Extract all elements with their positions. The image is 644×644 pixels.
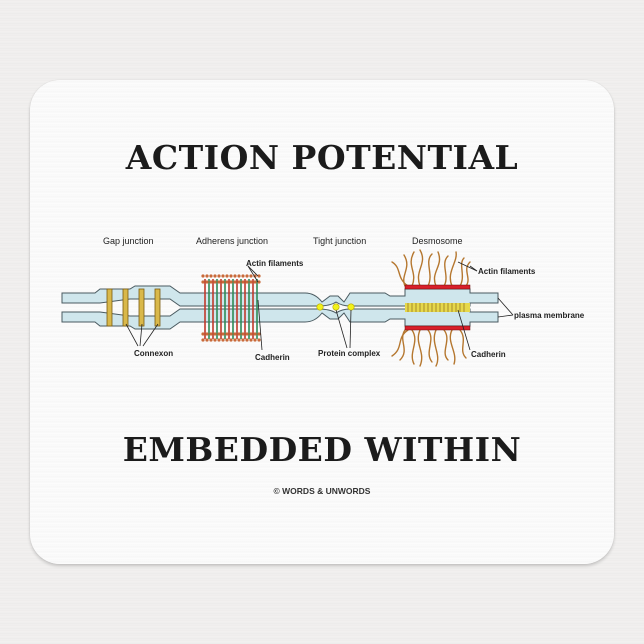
label-adherens-junction: Adherens junction	[196, 236, 268, 246]
callout-plasma-membrane: plasma membrane	[514, 311, 585, 320]
label-desmosome: Desmosome	[412, 236, 463, 246]
label-gap-junction: Gap junction	[103, 236, 154, 246]
headline-top: ACTION POTENTIAL	[125, 138, 519, 177]
callout-protein-complex: Protein complex	[318, 349, 381, 358]
callout-cadherin-adherens: Cadherin	[255, 353, 290, 362]
callout-leader-lines	[125, 261, 514, 351]
lower-membrane	[61, 308, 499, 330]
headline-bottom: EMBEDDED WITHIN	[122, 430, 522, 469]
callout-connexon: Connexon	[134, 349, 173, 358]
desmosome-cadherin-band	[405, 303, 470, 312]
copyright-notice: © WORDS & UNWORDS	[273, 486, 371, 496]
callout-actin-filaments-adherens: Actin filaments	[246, 259, 304, 268]
callout-cadherin-desmosome: Cadherin	[471, 350, 506, 359]
desmosome-actin-filaments	[391, 249, 471, 367]
desmosome-plaque-top	[404, 284, 471, 290]
callout-actin-filaments-desmosome: Actin filaments	[478, 267, 536, 276]
desmosome-plaque-bottom	[404, 325, 471, 331]
label-tight-junction: Tight junction	[313, 236, 366, 246]
actin-filament-dots	[201, 274, 261, 342]
protein-complex-dots	[316, 303, 355, 311]
adherens-cadherin-lines	[204, 279, 258, 339]
connexon-group	[106, 288, 161, 327]
desmosome-cadherin-stripes	[407, 303, 465, 312]
upper-membrane	[61, 285, 499, 307]
